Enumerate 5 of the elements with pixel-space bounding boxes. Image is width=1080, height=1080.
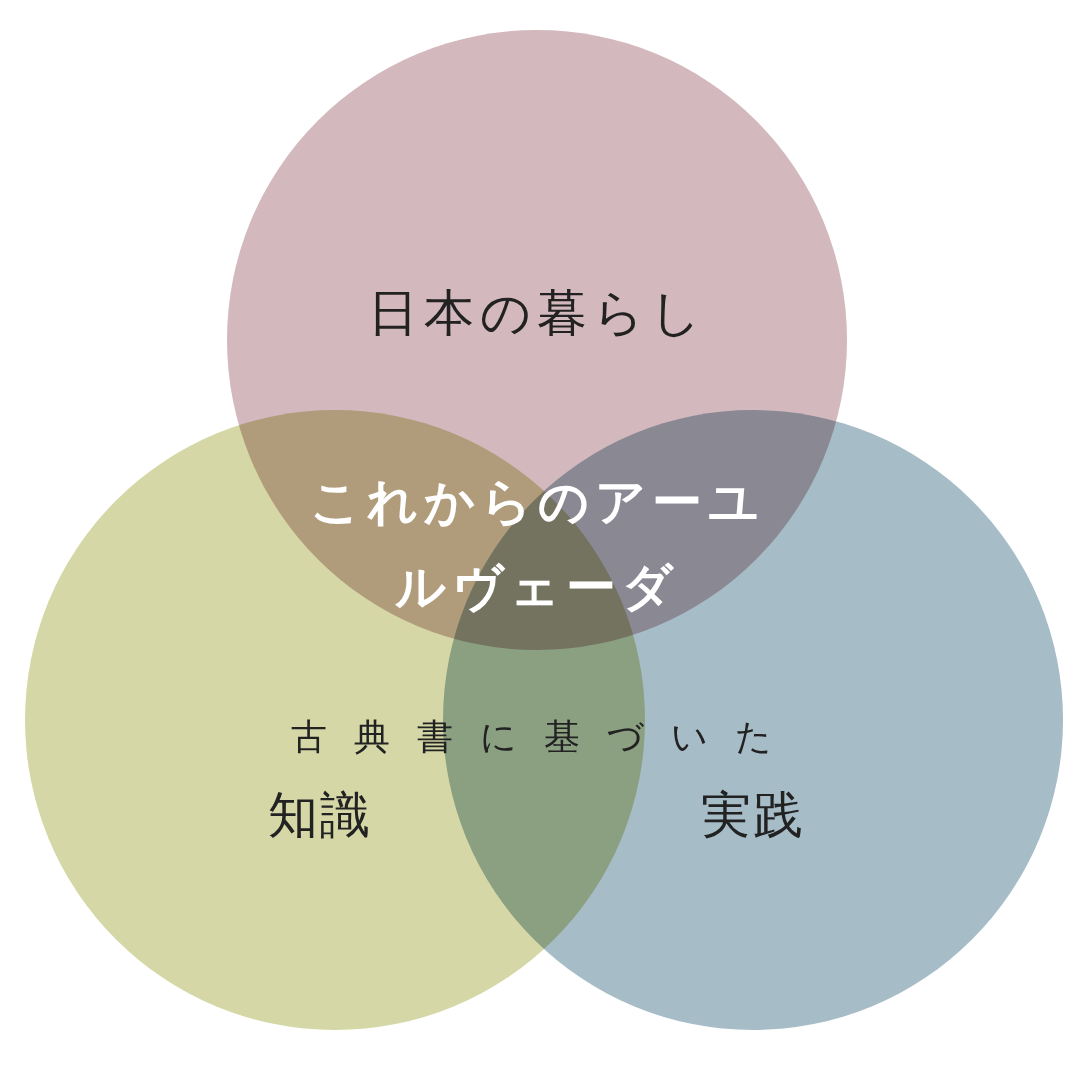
center-title: これからのアーユルヴェーダ (308, 472, 766, 618)
subtitle-text: 古典書に基づいた (291, 715, 799, 759)
circle-label: 実践 (700, 785, 806, 846)
circle-label: 日本の暮らし (367, 283, 707, 344)
circle-label: 知識 (267, 785, 373, 846)
